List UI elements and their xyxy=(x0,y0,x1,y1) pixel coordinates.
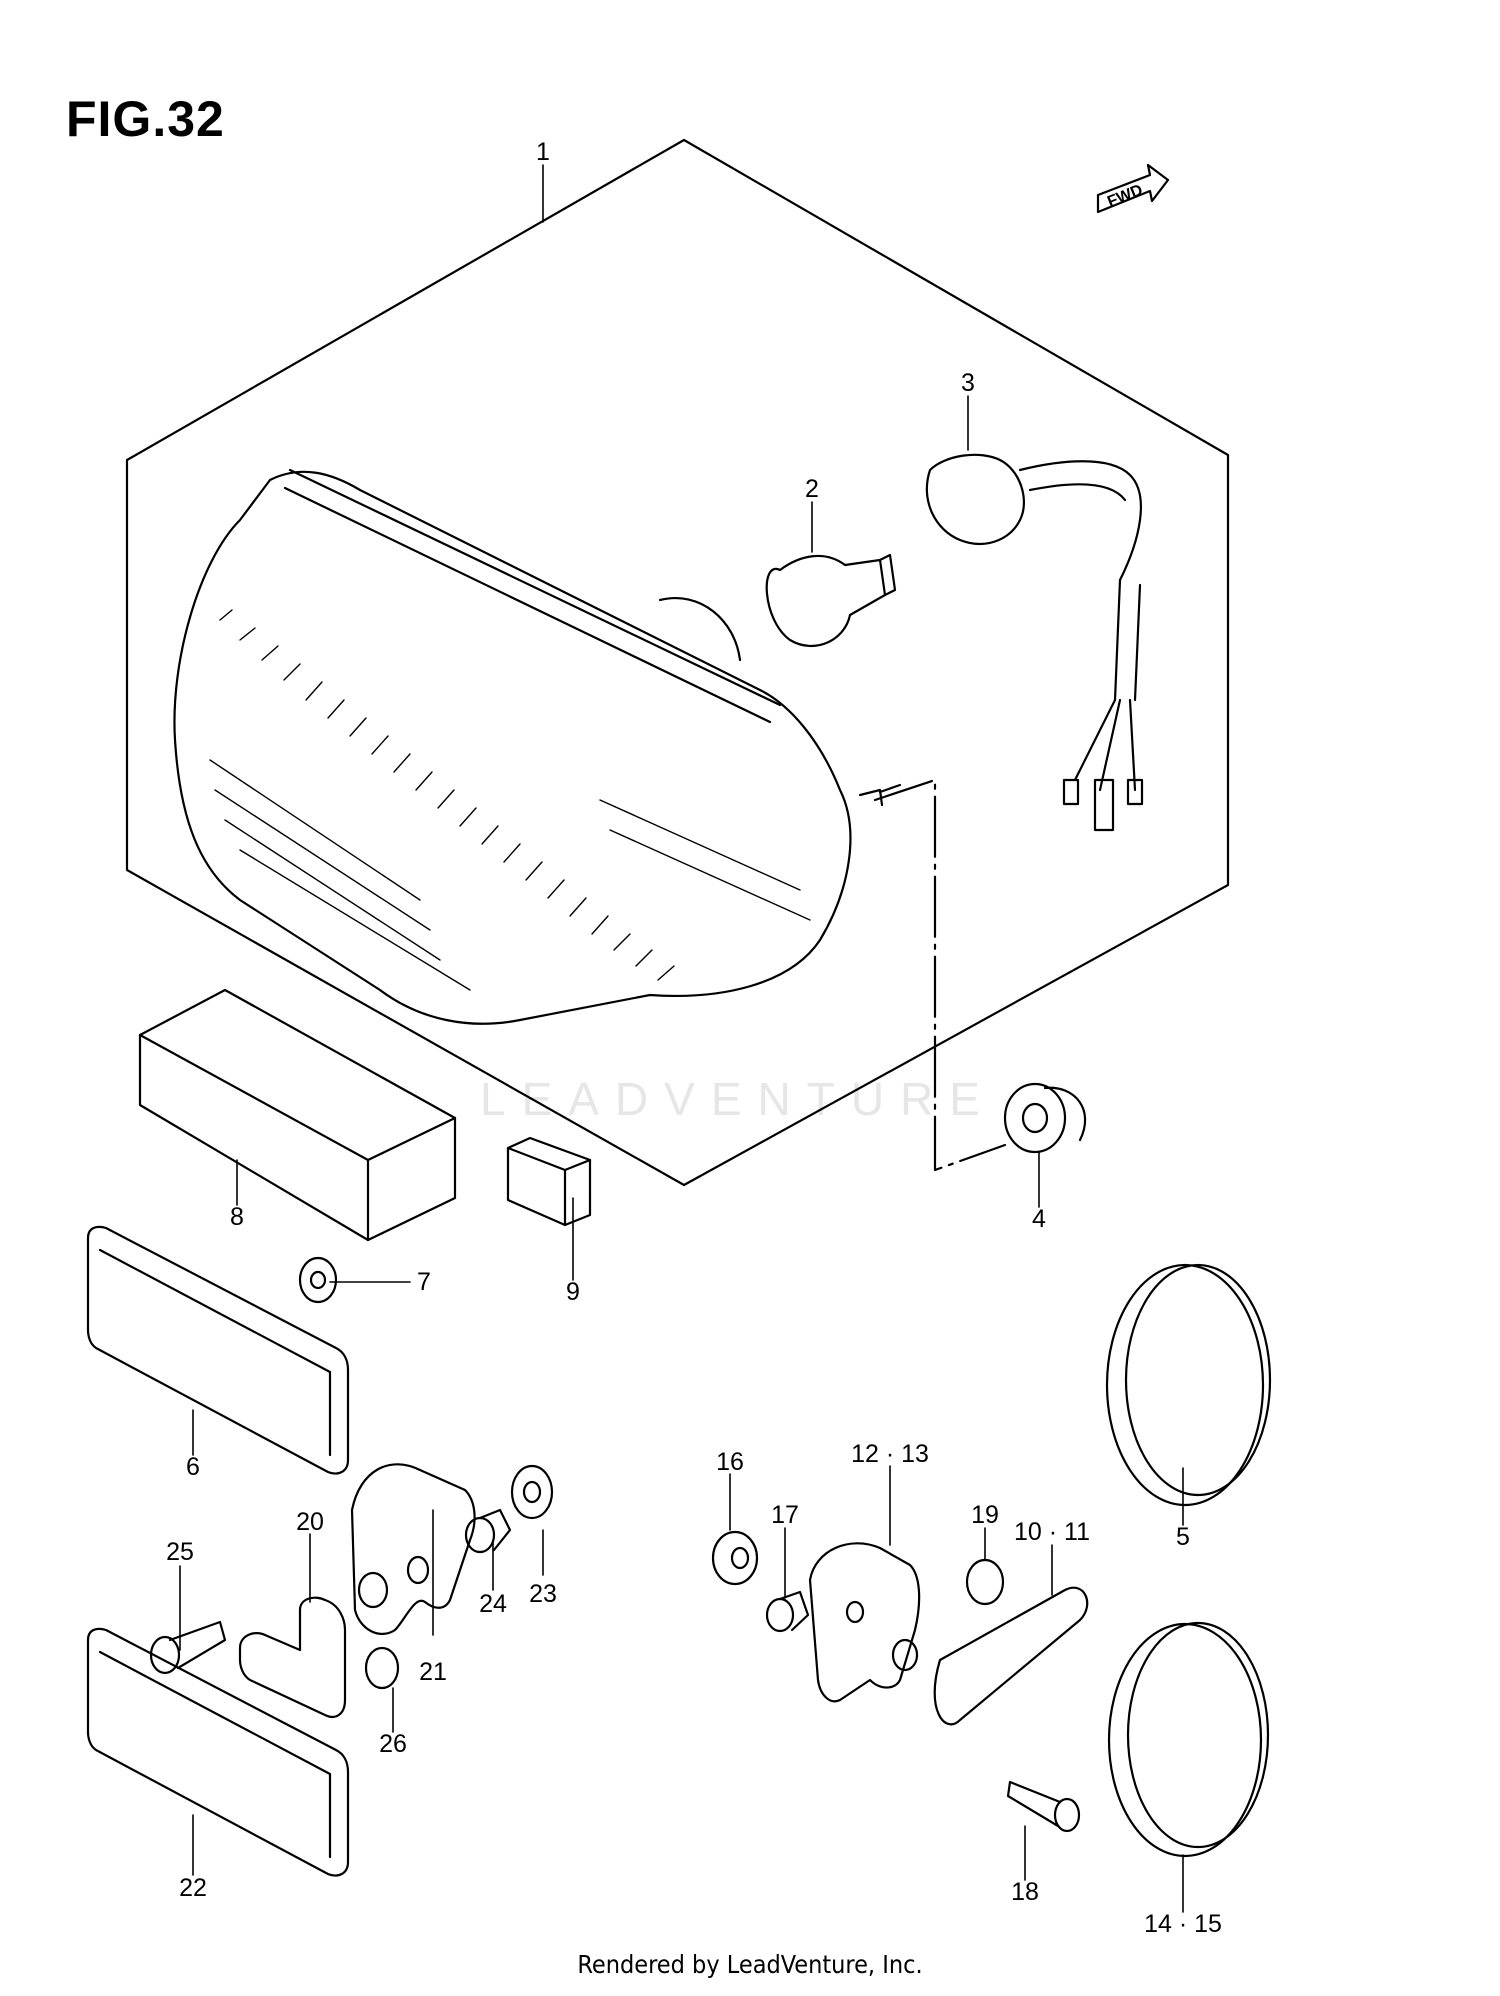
callout-10-11: 10 · 11 xyxy=(1014,1518,1090,1546)
bolt-18 xyxy=(1006,1780,1081,1833)
socket-harness xyxy=(925,453,1144,832)
callout-25: 25 xyxy=(166,1538,194,1566)
callout-2: 2 xyxy=(805,475,819,503)
callout-5: 5 xyxy=(1176,1523,1190,1551)
collar-24 xyxy=(464,1508,512,1554)
fwd-arrow-icon xyxy=(1096,163,1170,214)
cushion xyxy=(506,1136,592,1227)
nut-7 xyxy=(298,1256,338,1304)
plate-20 xyxy=(238,1596,347,1718)
nut-19 xyxy=(965,1558,1005,1606)
callout-1: 1 xyxy=(536,138,550,166)
callout-9: 9 xyxy=(566,1278,580,1306)
callout-12-13: 12 · 13 xyxy=(851,1440,929,1468)
callout-22: 22 xyxy=(179,1874,207,1902)
plate-10 xyxy=(933,1586,1089,1726)
callout-3: 3 xyxy=(961,369,975,397)
callout-23: 23 xyxy=(529,1580,557,1608)
fwd-label: FWD xyxy=(1105,182,1145,211)
grommet xyxy=(1003,1082,1087,1154)
callout-7: 7 xyxy=(417,1268,431,1296)
washer-23 xyxy=(510,1464,554,1520)
callout-4: 4 xyxy=(1032,1205,1046,1233)
bolt-25 xyxy=(149,1620,227,1675)
round-reflector-5 xyxy=(1105,1263,1272,1507)
callout-24: 24 xyxy=(479,1590,507,1618)
callout-19: 19 xyxy=(971,1501,999,1529)
footer-credit: Rendered by LeadVenture, Inc. xyxy=(577,1950,923,1979)
assembly-outline xyxy=(125,138,1230,1187)
callout-21: 21 xyxy=(419,1658,447,1686)
callout-6: 6 xyxy=(186,1453,200,1481)
reflector-22 xyxy=(86,1627,350,1877)
bracket-21 xyxy=(350,1463,476,1636)
callout-20: 20 xyxy=(296,1508,324,1536)
collar-17 xyxy=(765,1590,810,1633)
reflector-6 xyxy=(86,1225,350,1475)
tail-lamp-housing xyxy=(173,468,902,1025)
callout-8: 8 xyxy=(230,1203,244,1231)
callout-26: 26 xyxy=(379,1730,407,1758)
callout-18: 18 xyxy=(1011,1878,1039,1906)
foam-block xyxy=(138,988,457,1242)
bracket-12 xyxy=(808,1542,921,1703)
bulb xyxy=(765,553,897,648)
washer-16 xyxy=(711,1530,759,1586)
round-reflector-14 xyxy=(1107,1621,1270,1858)
figure-title: FIG.32 xyxy=(66,91,225,147)
callout-16: 16 xyxy=(716,1448,744,1476)
callout-14-15: 14 · 15 xyxy=(1144,1910,1222,1938)
nut-26 xyxy=(364,1646,400,1690)
callout-17: 17 xyxy=(771,1501,799,1529)
